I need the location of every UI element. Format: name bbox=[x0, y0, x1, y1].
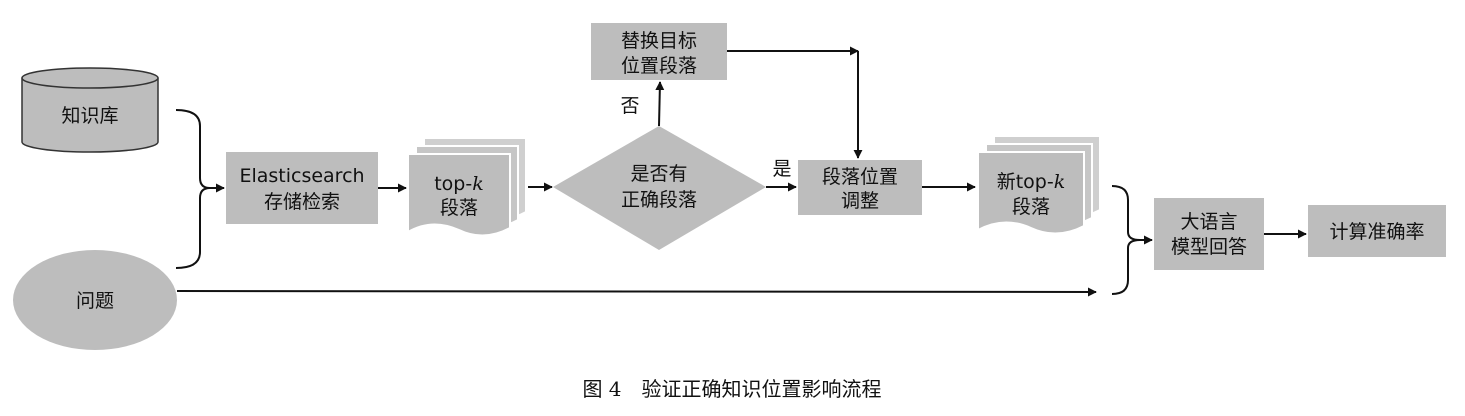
question-label: 问题 bbox=[76, 290, 114, 312]
no-label: 否 bbox=[620, 95, 639, 117]
figure-caption: 图 4 验证正确知识位置影响流程 bbox=[582, 377, 881, 401]
left-brace bbox=[175, 109, 211, 269]
topk-paragraph-label: 段落 bbox=[440, 197, 478, 219]
elasticsearch-label: Elasticsearch bbox=[239, 165, 364, 187]
knowledge-base-label: 知识库 bbox=[61, 105, 118, 127]
accuracy-box: 计算准确率 bbox=[1308, 205, 1446, 257]
knowledge-base-cylinder: 知识库 bbox=[21, 67, 159, 153]
topk-document-stack: top-k 段落 bbox=[407, 137, 527, 237]
new-topk-paragraph-label: 段落 bbox=[1012, 196, 1050, 218]
topk-label: top-k bbox=[434, 173, 484, 195]
adjust-position-box: 段落位置 调整 bbox=[798, 160, 922, 215]
question-ellipse: 问题 bbox=[13, 250, 177, 350]
llm-label-line2: 模型回答 bbox=[1171, 236, 1247, 258]
elasticsearch-box: Elasticsearch 存储检索 bbox=[226, 152, 378, 224]
replace-label-line1: 替换目标 bbox=[621, 30, 697, 52]
yes-label: 是 bbox=[772, 158, 791, 180]
new-topk-document-stack: 新top-k 段落 bbox=[977, 135, 1101, 235]
retrieval-label: 存储检索 bbox=[264, 191, 340, 213]
llm-answer-box: 大语言 模型回答 bbox=[1154, 198, 1264, 270]
replace-label-line2: 位置段落 bbox=[621, 55, 697, 77]
decision-label-line2: 正确段落 bbox=[621, 189, 697, 211]
no-branch-arrow bbox=[655, 81, 665, 127]
right-brace bbox=[1111, 185, 1141, 295]
replace-paragraph-box: 替换目标 位置段落 bbox=[591, 23, 727, 80]
adjust-label-line2: 调整 bbox=[841, 190, 879, 212]
adjust-label-line1: 段落位置 bbox=[822, 166, 898, 188]
question-to-llm-arrow bbox=[176, 287, 1097, 297]
new-topk-label: 新top-k bbox=[997, 171, 1066, 193]
decision-diamond: 是否有 正确段落 bbox=[553, 126, 766, 250]
decision-label-line1: 是否有 bbox=[630, 163, 687, 185]
llm-label-line1: 大语言 bbox=[1180, 211, 1237, 233]
accuracy-label: 计算准确率 bbox=[1329, 221, 1424, 243]
